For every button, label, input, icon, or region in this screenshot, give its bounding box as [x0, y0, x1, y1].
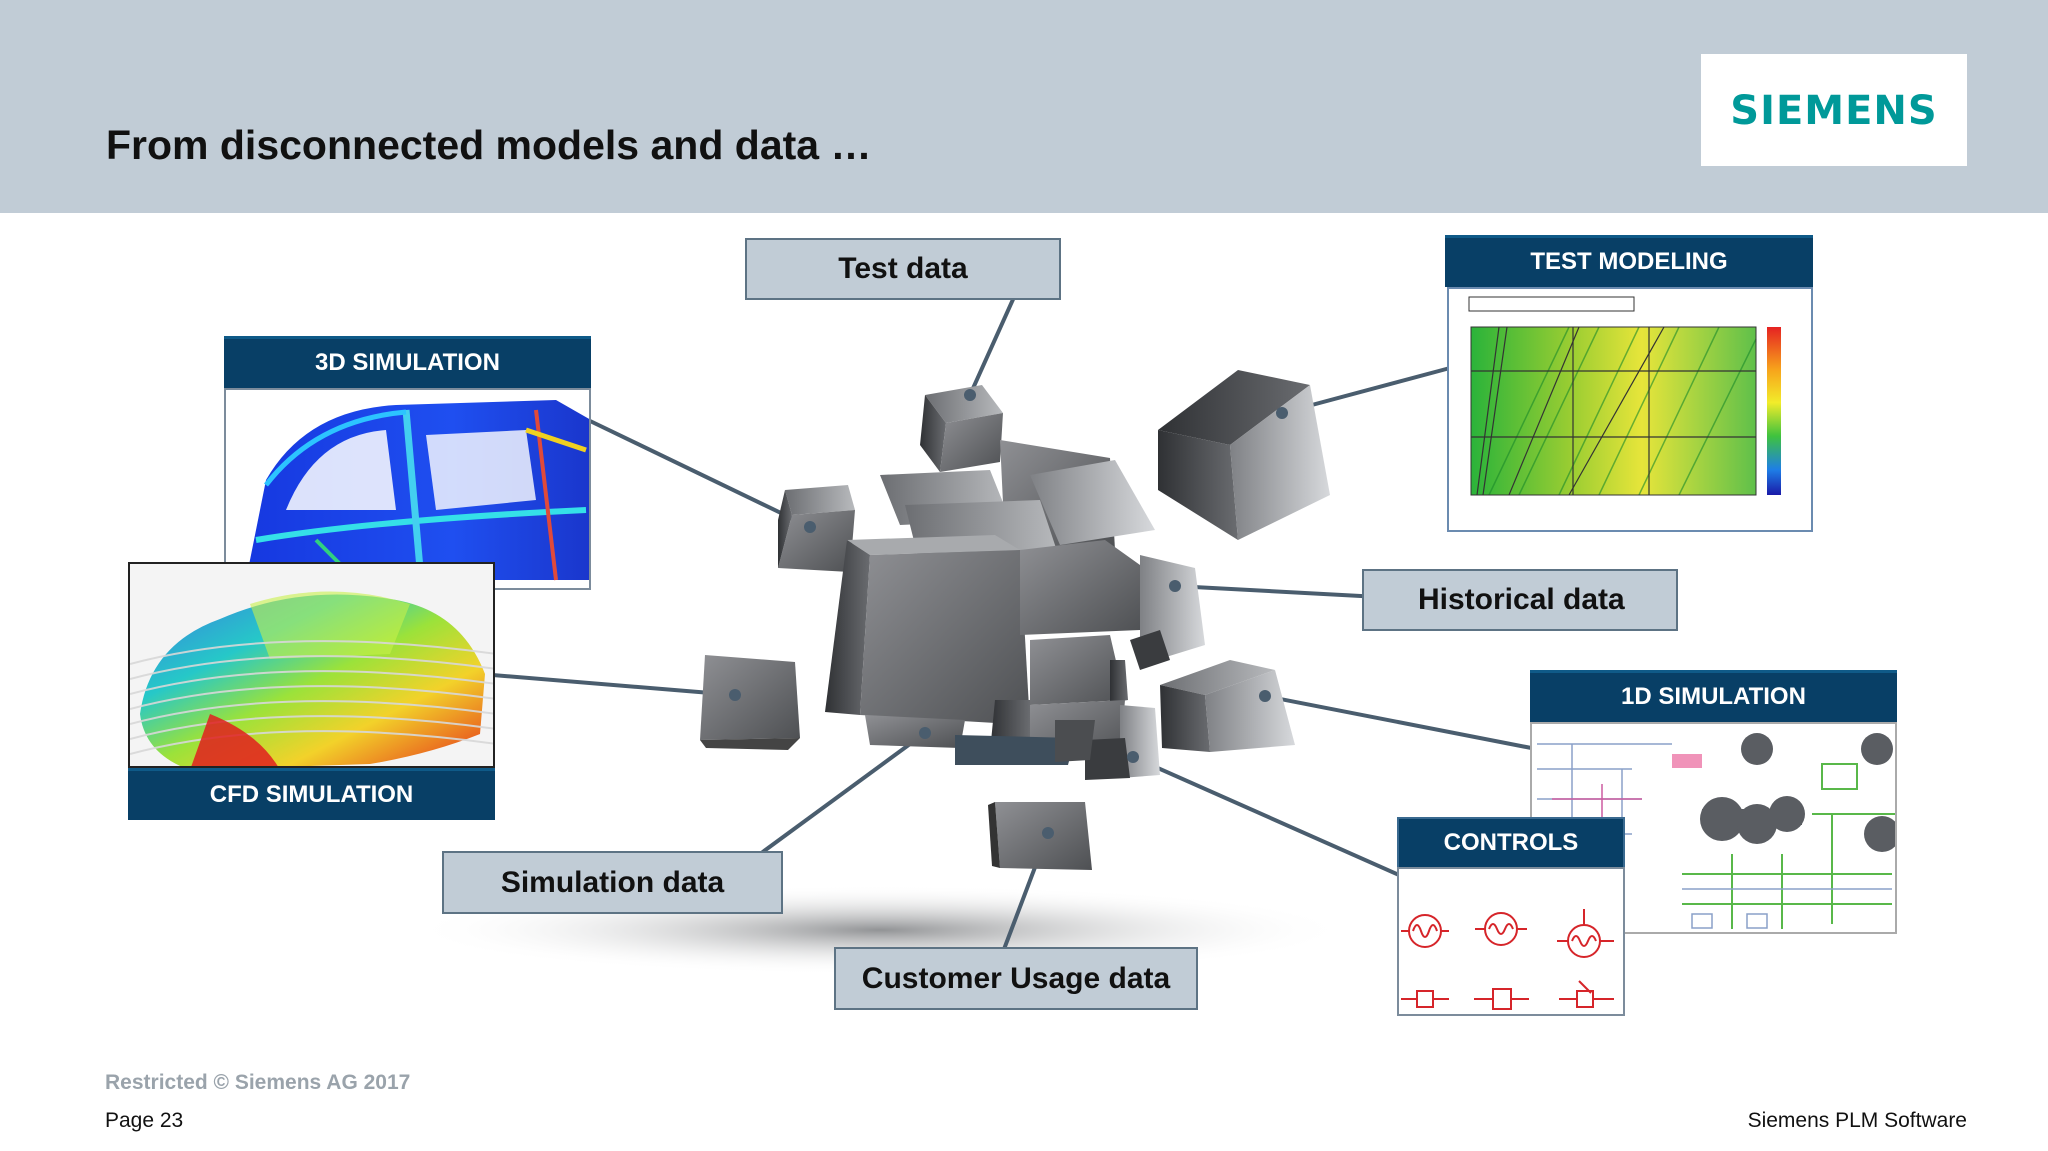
panel-controls-header: CONTROLS	[1397, 817, 1625, 869]
test-modeling-colormap-image	[1447, 287, 1813, 532]
label-test-data: Test data	[745, 238, 1061, 300]
siemens-logo: SIEMENS	[1701, 54, 1967, 166]
page-number: Page 23	[105, 1109, 184, 1132]
label-historical-data: Historical data	[1362, 569, 1678, 631]
panel-3d-simulation-header: 3D SIMULATION	[224, 336, 591, 388]
cfd-simulation-image	[128, 562, 495, 768]
panel-1d-simulation-header: 1D SIMULATION	[1530, 670, 1897, 722]
label-simulation-data: Simulation data	[442, 851, 783, 914]
company-name: Siemens PLM Software	[1747, 1109, 1967, 1132]
restricted-notice: Restricted © Siemens AG 2017	[105, 1071, 411, 1094]
panel-cfd-simulation-header: CFD SIMULATION	[128, 768, 495, 820]
logo-wordmark: SIEMENS	[1730, 88, 1938, 134]
data-cube-cluster	[700, 370, 1330, 870]
label-customer-usage-data: Customer Usage data	[834, 947, 1198, 1010]
controls-block-diagram-image	[1397, 867, 1625, 1016]
page-title: From disconnected models and data …	[106, 122, 872, 168]
fea-simulation-image	[224, 388, 591, 590]
panel-test-modeling-header: TEST MODELING	[1445, 235, 1813, 287]
